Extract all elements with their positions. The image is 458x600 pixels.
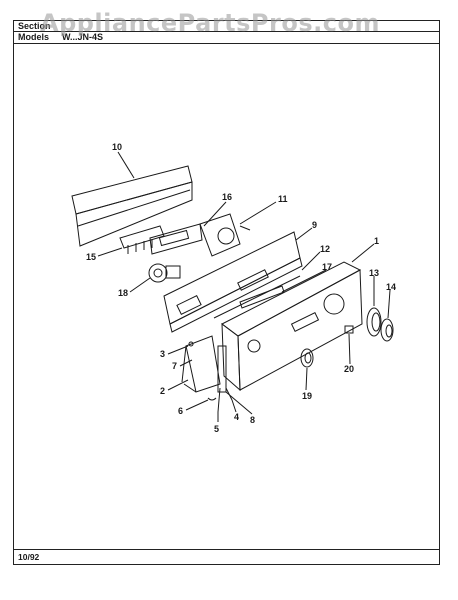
part-15-terminal-strip — [119, 225, 165, 254]
part-9-control-panel — [163, 231, 303, 333]
part-6-clip — [207, 397, 217, 401]
part-14-knob — [380, 318, 394, 342]
part-3-screw — [188, 341, 194, 347]
part-2-end-cap — [181, 335, 221, 393]
model-value: W...JN-4S — [62, 32, 104, 42]
part-20-button — [344, 325, 354, 334]
callout-18: 18 — [118, 288, 128, 298]
part-12-trim-strip — [213, 275, 301, 319]
callout-16: 16 — [222, 192, 232, 202]
section-label: Section — [18, 21, 51, 31]
header-divider-1 — [14, 31, 439, 32]
callout-13: 13 — [369, 268, 379, 278]
part-17-lens — [239, 285, 285, 309]
callout-3: 3 — [160, 349, 165, 359]
callout-4: 4 — [234, 412, 239, 422]
revision-date: 10/92 — [18, 552, 40, 562]
part-8-bracket — [217, 345, 227, 393]
callout-11: 11 — [278, 194, 288, 204]
callout-1: 1 — [374, 236, 379, 246]
callout-14: 14 — [386, 282, 396, 292]
part-1-console — [221, 261, 363, 392]
part-10-rear-panel — [71, 165, 193, 247]
part-19-knob — [300, 348, 314, 368]
callout-5: 5 — [214, 424, 219, 434]
diagram-sheet: Section Models W...JN-4S 10/92 — [13, 20, 440, 565]
callout-20: 20 — [344, 364, 354, 374]
callout-9: 9 — [312, 220, 317, 230]
part-16-bracket — [149, 223, 203, 255]
header-divider-2 — [14, 43, 439, 44]
watermark-text: AppliancePartsPros.com — [40, 9, 380, 37]
footer-divider — [14, 549, 439, 550]
callout-17: 17 — [322, 262, 332, 272]
callout-12: 12 — [320, 244, 330, 254]
callout-2: 2 — [160, 386, 165, 396]
callout-19: 19 — [302, 391, 312, 401]
part-18-rotary-switch — [148, 263, 181, 283]
callout-7: 7 — [172, 361, 177, 371]
callout-10: 10 — [112, 142, 122, 152]
callout-15: 15 — [86, 252, 96, 262]
part-11-timer — [199, 213, 251, 257]
part-5-screw — [217, 387, 221, 413]
part-13-knob-skirt — [366, 307, 382, 337]
callout-6: 6 — [178, 406, 183, 416]
callout-8: 8 — [250, 415, 255, 425]
model-label: Models — [18, 32, 50, 42]
